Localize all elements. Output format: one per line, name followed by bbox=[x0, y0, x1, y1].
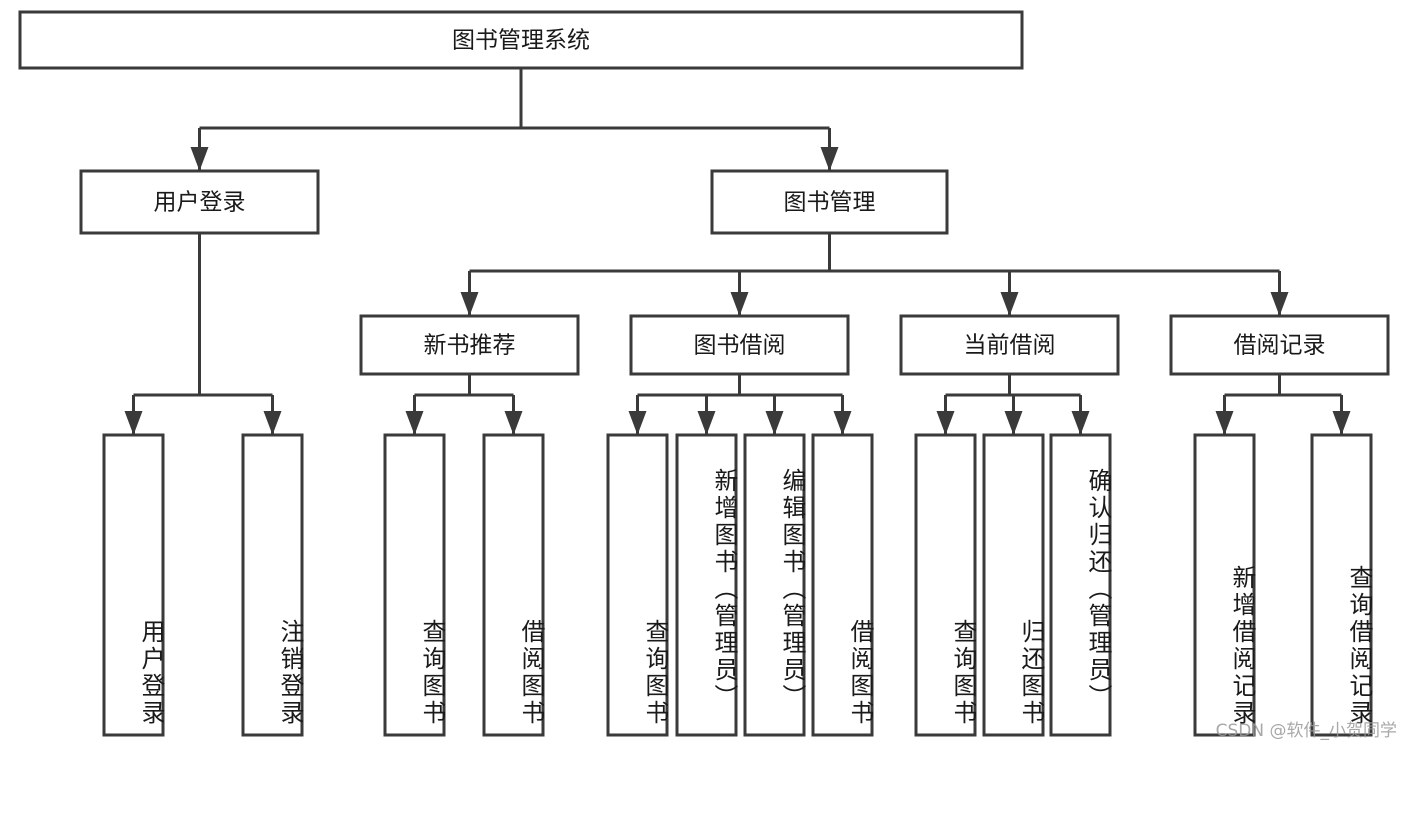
node-box-book-borrow bbox=[629, 314, 850, 376]
arrow-head-icon-leaf-return-book bbox=[1004, 411, 1023, 435]
node-leaf-logout[interactable] bbox=[241, 433, 304, 737]
node-leaf-query-book-3[interactable] bbox=[914, 433, 977, 737]
node-leaf-add-record[interactable] bbox=[1193, 433, 1256, 737]
node-leaf-confirm-return[interactable] bbox=[1049, 433, 1112, 737]
node-leaf-query-book-1[interactable] bbox=[383, 433, 446, 737]
connectors-layer bbox=[124, 68, 1351, 435]
node-label-book-borrow: 图书借阅 bbox=[694, 333, 786, 359]
node-box-user-login bbox=[79, 169, 320, 235]
arrow-head-icon-leaf-add-record bbox=[1215, 411, 1234, 435]
node-box-leaf-query-book-2 bbox=[606, 433, 669, 737]
node-label-current-borrow: 当前借阅 bbox=[964, 333, 1056, 359]
node-box-leaf-borrow-book-2 bbox=[811, 433, 874, 737]
node-box-leaf-query-book-1 bbox=[383, 433, 446, 737]
arrow-head-icon-leaf-add-book bbox=[697, 411, 716, 435]
node-leaf-edit-book[interactable] bbox=[743, 433, 806, 737]
node-book-manage[interactable]: 图书管理 bbox=[710, 169, 949, 235]
arrow-head-icon-current-borrow bbox=[1000, 292, 1019, 316]
node-box-leaf-logout bbox=[241, 433, 304, 737]
arrow-head-icon-book-borrow bbox=[730, 292, 749, 316]
node-box-root bbox=[18, 10, 1024, 70]
node-box-book-manage bbox=[710, 169, 949, 235]
node-leaf-return-book[interactable] bbox=[982, 433, 1045, 737]
arrow-head-icon-user-login bbox=[190, 147, 209, 171]
node-box-leaf-add-record bbox=[1193, 433, 1256, 737]
node-label-borrow-record: 借阅记录 bbox=[1234, 333, 1326, 359]
arrow-head-icon-leaf-query-book-1 bbox=[405, 411, 424, 435]
node-box-leaf-confirm-return bbox=[1049, 433, 1112, 737]
node-label-book-manage: 图书管理 bbox=[784, 190, 876, 216]
arrow-head-icon-leaf-logout bbox=[263, 411, 282, 435]
node-box-leaf-borrow-book-1 bbox=[482, 433, 545, 737]
node-box-leaf-query-record bbox=[1310, 433, 1373, 737]
arrow-head-icon-leaf-query-book-2 bbox=[628, 411, 647, 435]
node-box-leaf-return-book bbox=[982, 433, 1045, 737]
arrow-head-icon-leaf-borrow-book-1 bbox=[504, 411, 523, 435]
arrow-head-icon-book-manage bbox=[820, 147, 839, 171]
node-box-current-borrow bbox=[899, 314, 1120, 376]
node-root[interactable]: 图书管理系统 bbox=[18, 10, 1024, 70]
diagram-canvas-root: 图书管理系统用户登录图书管理新书推荐图书借阅当前借阅借阅记录 用户登录注销登录查… bbox=[18, 10, 1397, 741]
node-leaf-borrow-book-1[interactable] bbox=[482, 433, 545, 737]
arrow-head-icon-leaf-query-book-3 bbox=[936, 411, 955, 435]
watermark-text: CSDN @软件_小贺同学 bbox=[1215, 721, 1397, 741]
node-box-borrow-record bbox=[1169, 314, 1390, 376]
arrow-head-icon-leaf-edit-book bbox=[765, 411, 784, 435]
node-book-borrow[interactable]: 图书借阅 bbox=[629, 314, 850, 376]
node-new-book-recommend[interactable]: 新书推荐 bbox=[359, 314, 580, 376]
node-label-root: 图书管理系统 bbox=[452, 28, 590, 54]
arrow-head-icon-leaf-borrow-book-2 bbox=[833, 411, 852, 435]
arrow-head-icon-borrow-record bbox=[1270, 292, 1289, 316]
node-box-leaf-edit-book bbox=[743, 433, 806, 737]
node-box-new-book-recommend bbox=[359, 314, 580, 376]
arrow-head-icon-leaf-query-record bbox=[1332, 411, 1351, 435]
node-leaf-add-book[interactable] bbox=[675, 433, 738, 737]
arrow-head-icon-leaf-confirm-return bbox=[1071, 411, 1090, 435]
node-current-borrow[interactable]: 当前借阅 bbox=[899, 314, 1120, 376]
node-leaf-user-login[interactable] bbox=[102, 433, 165, 737]
node-label-user-login: 用户登录 bbox=[154, 190, 246, 216]
node-borrow-record[interactable]: 借阅记录 bbox=[1169, 314, 1390, 376]
node-box-leaf-query-book-3 bbox=[914, 433, 977, 737]
node-leaf-query-record[interactable] bbox=[1310, 433, 1373, 737]
arrow-head-icon-leaf-user-login bbox=[124, 411, 143, 435]
node-leaf-borrow-book-2[interactable] bbox=[811, 433, 874, 737]
node-leaf-query-book-2[interactable] bbox=[606, 433, 669, 737]
node-box-leaf-user-login bbox=[102, 433, 165, 737]
node-user-login[interactable]: 用户登录 bbox=[79, 169, 320, 235]
node-label-new-book-recommend: 新书推荐 bbox=[424, 333, 516, 359]
arrow-head-icon-new-book-recommend bbox=[460, 292, 479, 316]
node-box-leaf-add-book bbox=[675, 433, 738, 737]
